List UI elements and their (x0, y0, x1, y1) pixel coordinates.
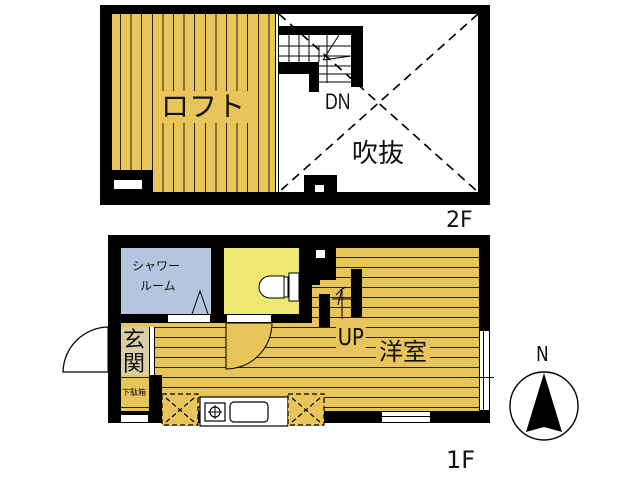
duct-column (304, 175, 337, 192)
shower-door[interactable] (167, 314, 211, 323)
shower-wall-right (211, 248, 224, 323)
bottom-window-divider (381, 416, 431, 417)
entrance-label-char1: 玄 (123, 328, 146, 353)
shoe-box-label: 下駄箱 (122, 388, 146, 397)
entrance-label-char2: 関 (123, 352, 146, 377)
floor-2f-label: 2F (446, 208, 473, 233)
1f-wall-outer-top (108, 235, 490, 248)
kitchen-storage-left (161, 393, 199, 426)
loft-corner-window (114, 180, 142, 189)
stairs-up-rail-right (351, 269, 362, 317)
void-label: 吹抜 (350, 139, 407, 169)
floor-1f-label: 1F (446, 446, 476, 474)
loft-edge-line (275, 14, 279, 192)
entrance-floor (121, 327, 149, 375)
stairs-down-label: DN (325, 89, 351, 114)
shower-label-line2: ルーム (140, 279, 176, 293)
entrance-wall-right (149, 375, 162, 411)
entrance-door-swing[interactable] (60, 325, 122, 373)
compass-arrow-icon (509, 371, 579, 441)
2f-wall-outer-bottom (100, 192, 490, 205)
toilet-fixture (258, 272, 300, 302)
stairs-up-label: UP (336, 325, 366, 351)
toilet-door-swing[interactable] (225, 322, 274, 371)
shower-label-line1: シャワー (132, 259, 181, 273)
entrance-step (149, 327, 155, 375)
1f-column-opening (316, 250, 325, 258)
shoe-box (121, 386, 149, 401)
toilet-door-opening[interactable] (226, 314, 272, 323)
compass-north-label: N (536, 342, 549, 366)
1f-column-notch (312, 280, 320, 285)
western-room-label: 洋室 (376, 338, 430, 366)
duct-opening (315, 185, 324, 192)
right-window-tick (470, 377, 494, 378)
2f-wall-outer-top (100, 5, 490, 14)
right-window[interactable] (479, 330, 490, 411)
stairs-down (279, 26, 363, 92)
bottom-window[interactable] (381, 411, 431, 423)
floor-1f: シャワー ルーム UP 洋室 玄 関 下駄箱 (108, 235, 494, 435)
2f-wall-outer-right (478, 5, 490, 205)
kitchen-counter (199, 396, 289, 427)
1f-wall-outer-right (479, 235, 490, 423)
loft-label: ロフト (158, 91, 249, 123)
stairs-up-rail-left (319, 294, 330, 327)
2f-wall-outer-left (100, 5, 112, 205)
stairs-up-arrow (332, 286, 351, 319)
toilet-wall-right (299, 248, 312, 323)
floor-2f: ロフト DN (100, 5, 490, 205)
shower-drain-symbol (191, 289, 209, 315)
kitchen-storage-right (287, 393, 325, 426)
1f-wall-outer-left (108, 235, 121, 423)
right-window-divider (483, 330, 484, 411)
entrance-bottom-window (121, 415, 148, 422)
